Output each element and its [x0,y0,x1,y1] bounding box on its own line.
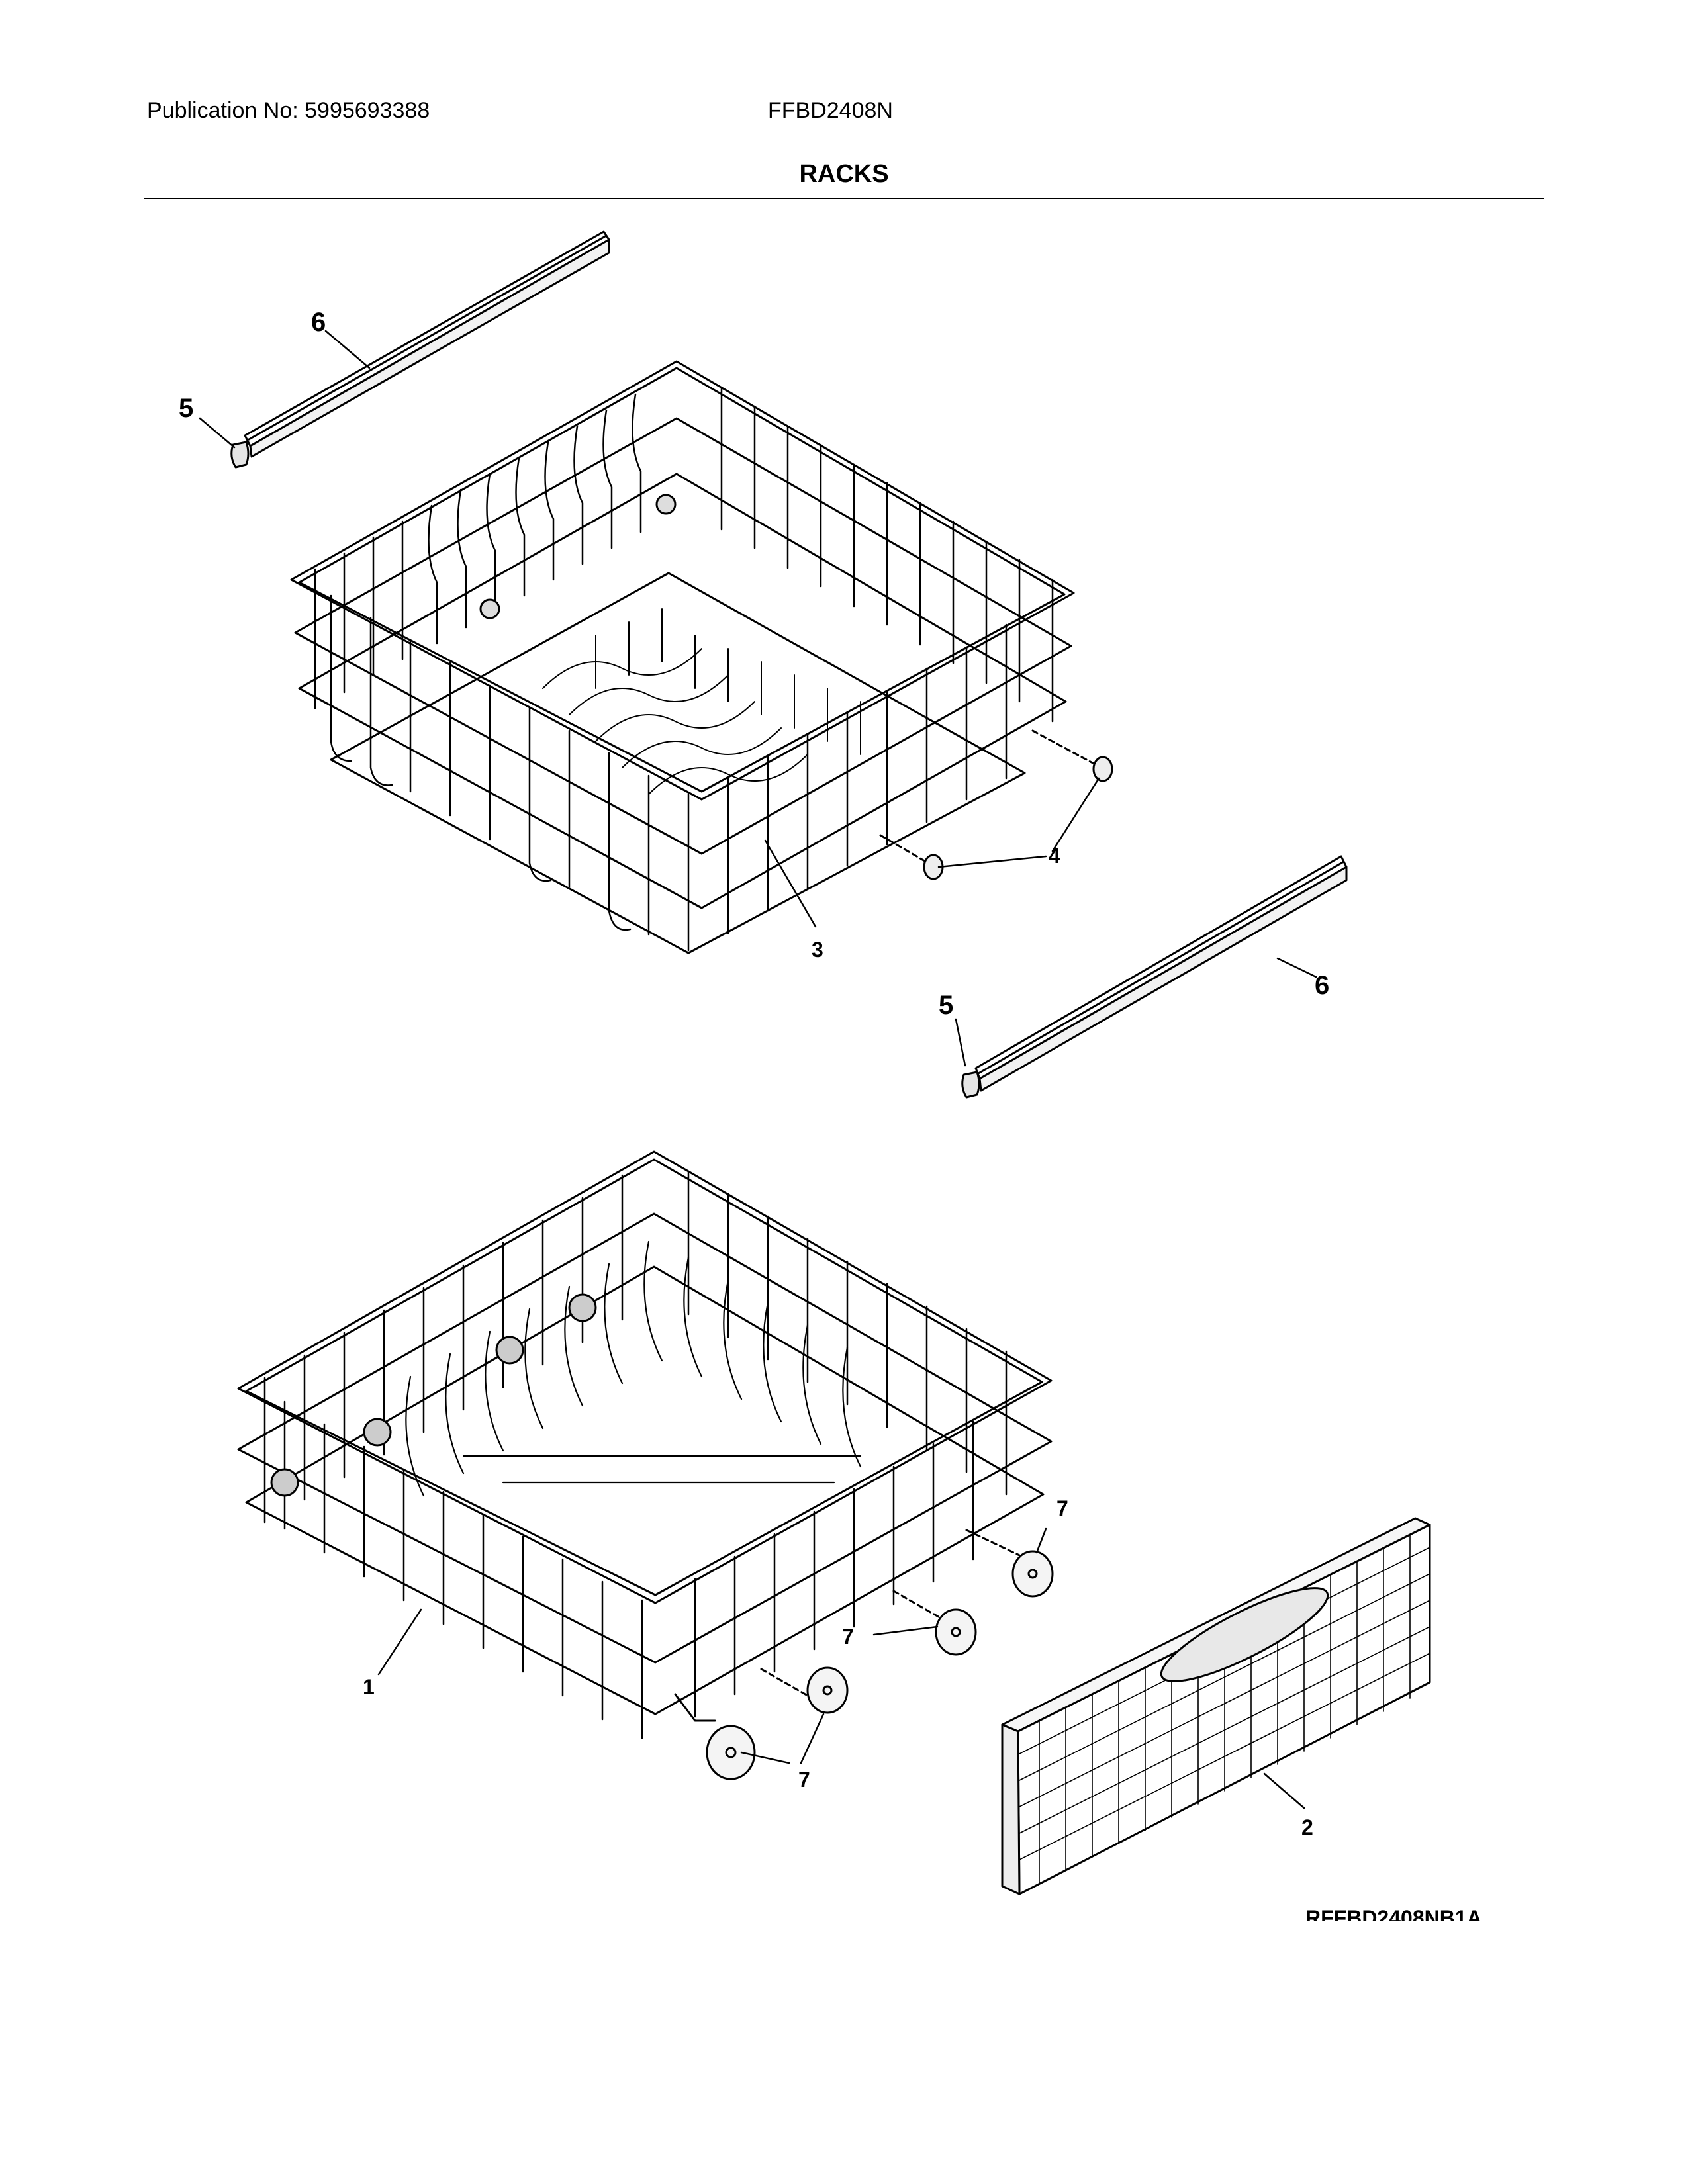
callout-rail-bottom: 6 [1315,971,1329,1000]
callout-rail-end-cap-bottom: 5 [939,991,953,1020]
rail-end-cap-bottom [961,1071,980,1099]
lower-rack [237,1150,1053,1739]
rail-bottom [974,855,1348,1092]
silverware-basket [1001,1517,1431,1895]
callout-leaders [199,330,1317,1809]
publication-number: Publication No: 5995693388 [147,98,430,123]
diagram-reference-code: RFFBD2408NB1A [1305,1906,1482,1921]
callout-lower-wheel-c: 7 [798,1768,810,1792]
rail-top [244,230,610,458]
upper-rack [290,360,1100,954]
callout-rail-end-cap-top: 5 [179,394,193,423]
callout-upper-rack: 3 [812,938,823,962]
callout-silverware-basket: 2 [1301,1815,1313,1839]
page-title: RACKS [799,160,889,188]
model-number: FFBD2408N [768,98,893,123]
rail-end-cap-top [230,441,250,469]
callout-upper-rack-wheels: 4 [1049,844,1060,868]
upper-rack-wheels [923,756,1113,880]
callout-lower-wheel-b: 7 [842,1625,854,1649]
lower-rack-wheels [706,1550,1054,1780]
callout-lower-wheel-a: 7 [1056,1496,1068,1520]
header-divider [144,198,1544,199]
callout-rail-top: 6 [311,308,326,337]
callout-lower-rack: 1 [363,1675,375,1699]
